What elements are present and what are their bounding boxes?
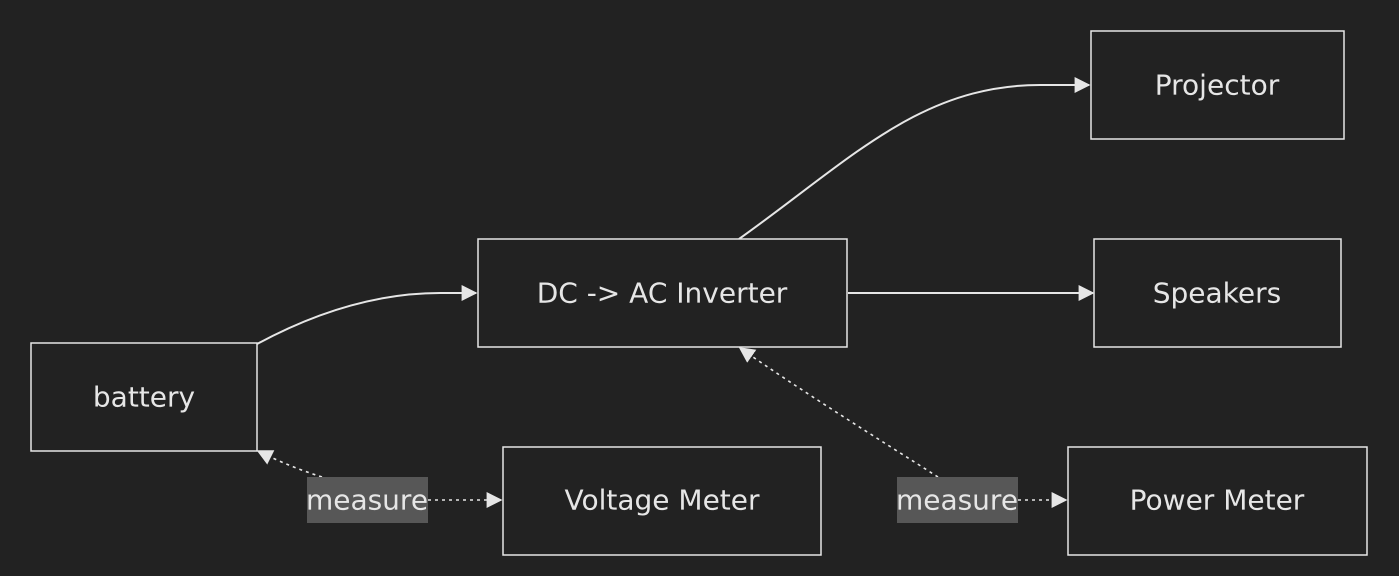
node-box [1090, 30, 1345, 140]
node-label: DC -> AC Inverter [537, 277, 788, 310]
edge-voltage-measure-to-battery [256, 450, 323, 478]
node-label: Power Meter [1130, 484, 1305, 517]
node-box [30, 342, 258, 452]
edge-label-background [307, 477, 428, 523]
node-box [502, 446, 822, 556]
node-box [1093, 238, 1342, 348]
node-label: Voltage Meter [564, 484, 760, 517]
edge-inverter-to-projector [738, 77, 1091, 240]
node-label: battery [93, 381, 195, 414]
edges [256, 77, 1095, 508]
edge-battery-to-inverter [256, 285, 478, 345]
node-voltage-meter: Voltage Meter [502, 446, 822, 556]
node-box [477, 238, 848, 348]
node-power-meter: Power Meter [1067, 446, 1368, 556]
node-label: Projector [1155, 69, 1280, 102]
node-battery: battery [30, 342, 258, 452]
node-inverter: DC -> AC Inverter [477, 238, 848, 348]
node-speakers: Speakers [1093, 238, 1342, 348]
node-label: Speakers [1153, 277, 1281, 310]
edge-label-text: measure [896, 484, 1018, 517]
edge-label-text: measure [306, 484, 428, 517]
edge-label-background [897, 477, 1018, 523]
node-box [1067, 446, 1368, 556]
edge-label-power-measure: measure [896, 477, 1018, 523]
node-projector: Projector [1090, 30, 1345, 140]
edge-label-voltage-measure: measure [306, 477, 428, 523]
